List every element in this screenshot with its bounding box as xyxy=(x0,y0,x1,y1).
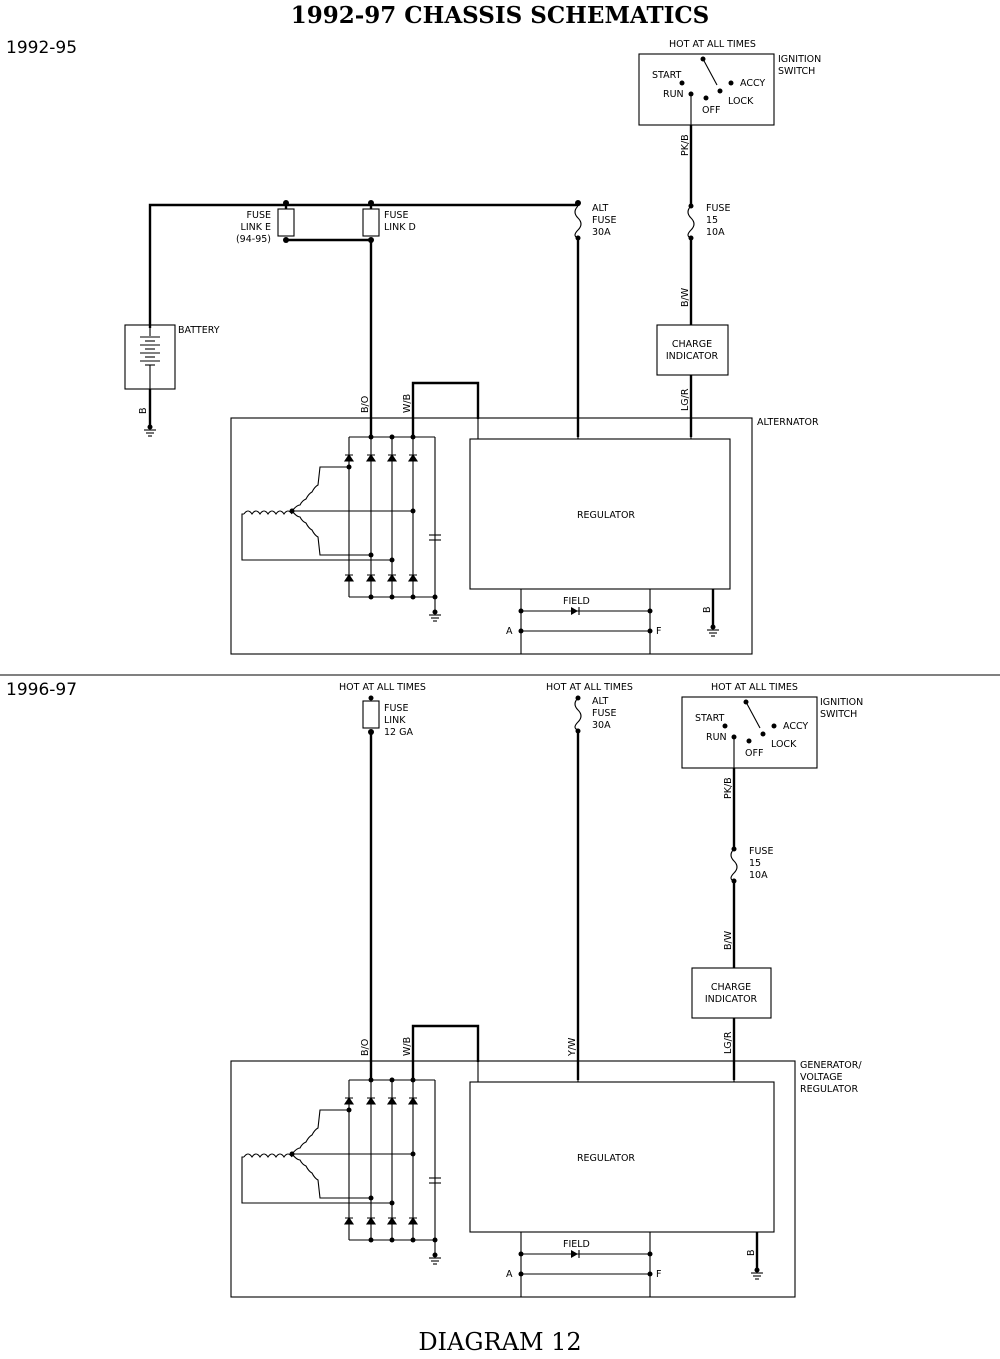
wire-label-wb: W/B xyxy=(402,394,413,413)
diagram-label: FUSE xyxy=(384,210,408,221)
accy-label: ACCY xyxy=(740,78,765,89)
fuse-link-d: FUSE LINK D xyxy=(362,205,416,243)
diagram-label: 15 xyxy=(706,215,718,226)
diagram-label: ALT xyxy=(592,203,608,214)
switch-label: SWITCH xyxy=(778,66,815,77)
diagram-label: REGULATOR xyxy=(577,1153,635,1164)
diagram-label: FIELD xyxy=(563,596,590,607)
diagram-label: B xyxy=(702,606,713,613)
diagram-label: B xyxy=(138,407,149,414)
fuse-15: FUSE 15 10A xyxy=(687,203,730,241)
ignition-label: IGNITION xyxy=(778,54,821,65)
section-label-1996-97: 1996-97 xyxy=(6,680,78,700)
diagram-label: HOT AT ALL TIMES xyxy=(711,682,798,693)
diagram-label: CHARGE xyxy=(711,982,751,993)
start-label: START xyxy=(652,70,682,81)
page-title: 1992-97 CHASSIS SCHEMATICS xyxy=(290,2,710,29)
wire-label-yw: Y/W xyxy=(567,1037,578,1057)
diagram-label: FUSE xyxy=(592,215,616,226)
diagram-label: CHARGE xyxy=(672,339,712,350)
diagram-label: GENERATOR/ xyxy=(800,1060,862,1071)
hot-at-all-times-label: HOT AT ALL TIMES xyxy=(669,39,756,50)
wire-label-bw: B/W xyxy=(680,287,691,307)
off-label: OFF xyxy=(702,105,720,116)
alt-fuse: ALT FUSE 30A xyxy=(574,695,616,734)
section-label-1992-95: 1992-95 xyxy=(6,38,78,58)
fuse-link-e: FUSE LINK E (94-95) xyxy=(236,205,371,245)
diagram-label: REGULATOR xyxy=(577,510,635,521)
diagram-label: ACCY xyxy=(783,721,808,732)
alt-fuse: ALT FUSE 30A xyxy=(574,203,616,241)
diagram-label: FUSE xyxy=(749,846,773,857)
ground-symbol xyxy=(144,424,156,437)
diagram-label: A xyxy=(506,1269,513,1280)
diagram-label: A xyxy=(506,626,513,637)
diagram-label: F xyxy=(656,626,661,637)
diagram-label: FUSE xyxy=(384,703,408,714)
diagram-label: START xyxy=(695,713,725,724)
diagram-label: OFF xyxy=(745,748,763,759)
diagram-label: LINK D xyxy=(384,222,416,233)
generator-voltage-regulator: GENERATOR/ VOLTAGE REGULATOR REGULATOR F… xyxy=(230,1060,862,1298)
battery: BATTERY xyxy=(124,324,220,390)
regulator xyxy=(469,1081,775,1233)
wire-label-bo: B/O xyxy=(360,396,371,413)
ignition-switch: HOT AT ALL TIMES IGNITION SWITCH START R… xyxy=(638,39,821,126)
alternator: ALTERNATOR REGULATOR FIELD A F B xyxy=(230,417,819,655)
hot-at-all-times-label: HOT AT ALL TIMES xyxy=(339,682,426,693)
diagram-label: ALTERNATOR xyxy=(757,417,819,428)
diagram-label: LINK E xyxy=(241,222,271,233)
rectifier-bridge xyxy=(343,434,441,622)
diagram-label: SWITCH xyxy=(820,709,857,720)
diagram-label: 30A xyxy=(592,227,611,238)
run-label: RUN xyxy=(663,89,684,100)
ignition-switch: HOT AT ALL TIMES IGNITION SWITCH START R… xyxy=(681,682,863,769)
diagram-label: FUSE xyxy=(706,203,730,214)
diagram-label: (94-95) xyxy=(236,234,271,245)
diagram-label: 12 GA xyxy=(384,727,413,738)
schematic-1996-97: HOT AT ALL TIMES HOT AT ALL TIMES FUSE L… xyxy=(230,682,863,1298)
lock-label: LOCK xyxy=(728,96,754,107)
stator-windings xyxy=(241,464,416,563)
diagram-label: FUSE xyxy=(247,210,271,221)
diagram-label: 10A xyxy=(706,227,725,238)
charge-indicator: CHARGE INDICATOR xyxy=(656,324,729,376)
wire-label-wb: W/B xyxy=(402,1037,413,1056)
diagram-number: DIAGRAM 12 xyxy=(418,1328,582,1356)
diagram-label: ALT xyxy=(592,696,608,707)
diagram-label: F xyxy=(656,1269,661,1280)
diagram-label: VOLTAGE xyxy=(800,1072,843,1083)
wire-label-pkb: PK/B xyxy=(680,134,691,156)
diagram-label: B xyxy=(746,1249,757,1256)
diagram-label: RUN xyxy=(706,732,727,743)
fuse-15: FUSE 15 10A xyxy=(730,846,773,884)
diagram-label: INDICATOR xyxy=(666,351,719,362)
regulator xyxy=(469,438,731,590)
rectifier-bridge xyxy=(343,1077,441,1265)
wire-label-lgr: LG/R xyxy=(680,388,691,411)
charge-indicator: CHARGE INDICATOR xyxy=(691,967,772,1019)
diagram-label: B/W xyxy=(723,930,734,950)
fuse-link-12ga: FUSE LINK 12 GA xyxy=(362,695,413,738)
wire-label-bo: B/O xyxy=(360,1039,371,1056)
diagram-label: BATTERY xyxy=(178,325,220,336)
diagram-label: 10A xyxy=(749,870,768,881)
diagram-label: REGULATOR xyxy=(800,1084,858,1095)
diagram-label: LOCK xyxy=(771,739,797,750)
diagram-label: 30A xyxy=(592,720,611,731)
diagram-label: LG/R xyxy=(723,1031,734,1054)
diagram-label: PK/B xyxy=(723,777,734,799)
diagram-label: 15 xyxy=(749,858,761,869)
diagram-label: FIELD xyxy=(563,1239,590,1250)
schematic-1992-95: HOT AT ALL TIMES IGNITION SWITCH START R… xyxy=(124,39,821,655)
stator-windings xyxy=(241,1107,416,1206)
diagram-label: INDICATOR xyxy=(705,994,758,1005)
hot-at-all-times-label: HOT AT ALL TIMES xyxy=(546,682,633,693)
diagram-label: LINK xyxy=(384,715,406,726)
diagram-label: IGNITION xyxy=(820,697,863,708)
diagram-label: FUSE xyxy=(592,708,616,719)
